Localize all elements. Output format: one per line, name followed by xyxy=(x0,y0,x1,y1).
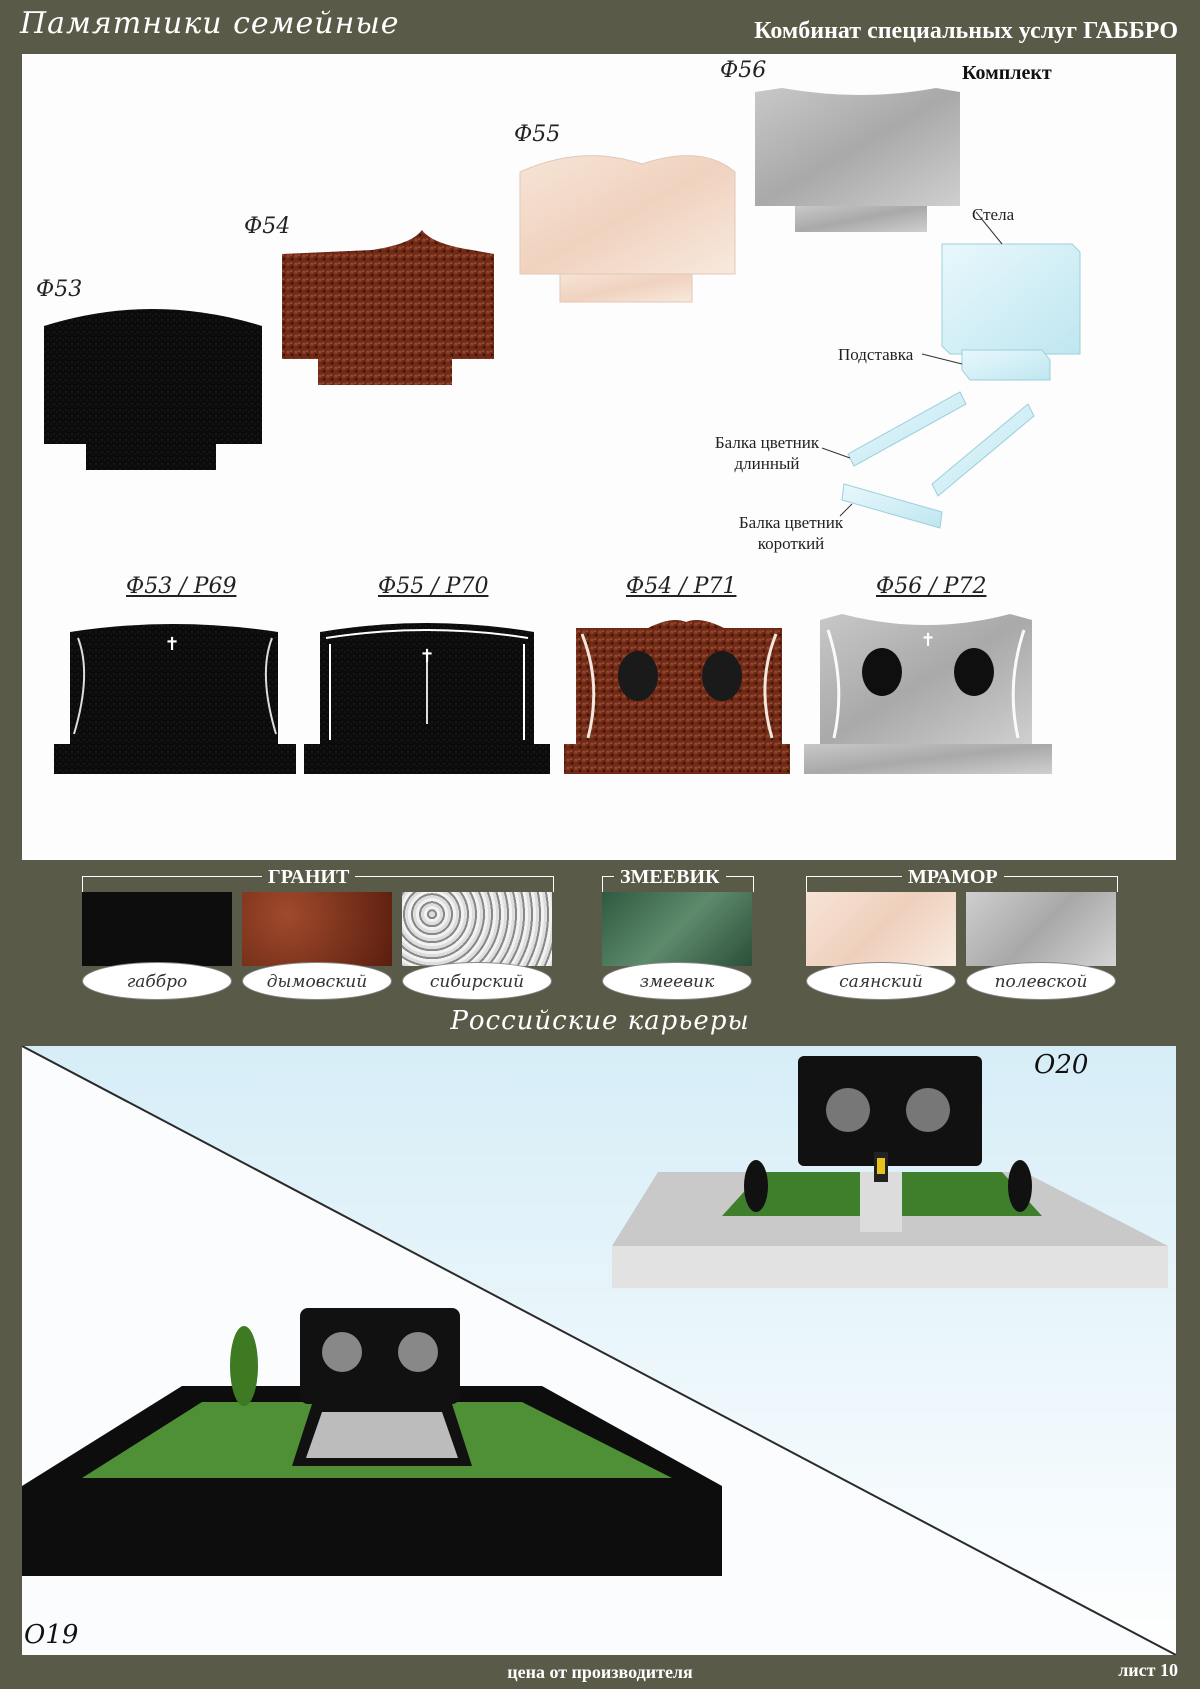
complex-code-o20: О20 xyxy=(1034,1050,1089,1080)
price-note: цена от производителя xyxy=(507,1662,693,1682)
label-gabbro: габбро xyxy=(82,962,232,1000)
complexes-illustrations xyxy=(22,1046,1176,1655)
kit-beam-short-label: Балка цветник короткий xyxy=(738,513,844,554)
label-polevskoy: полевской xyxy=(966,962,1116,1000)
label-siberian: сибирский xyxy=(402,962,552,1000)
design-code-4: Ф56 / Р72 xyxy=(876,574,987,599)
kit-title: Комплект xyxy=(962,62,1052,84)
model-code-f54: Ф54 xyxy=(244,214,291,239)
swatch-siberian xyxy=(402,892,552,966)
label-dymovsky: дымовский xyxy=(242,962,392,1000)
granite-title: ГРАНИТ xyxy=(262,866,356,889)
kit-beam-long-label: Балка цветник длинный xyxy=(714,433,820,474)
complex-code-o19: О19 xyxy=(24,1620,79,1650)
design-code-3: Ф54 / Р71 xyxy=(626,574,737,599)
design-code-2: Ф55 / Р70 xyxy=(378,574,489,599)
label-sayan: саянский xyxy=(806,962,956,1000)
swatch-sayan xyxy=(806,892,956,966)
complexes-panel: О20 О19 xyxy=(22,1046,1176,1655)
quarries-caption: Российские карьеры xyxy=(450,1006,750,1036)
svg-text:✝: ✝ xyxy=(419,646,434,667)
company-name: Комбинат специальных услуг ГАББРО xyxy=(754,18,1178,44)
materials-section: ГРАНИТ габбро дымовский сибирский ЗМЕЕВИ… xyxy=(0,866,1200,1036)
svg-text:✝: ✝ xyxy=(920,630,935,651)
label-serpentine: змеевик xyxy=(602,962,752,1000)
catalog-panel: ✝ ✝ ✝ Ф53 Ф54 Ф55 Ф56 Комплект Стела Под… xyxy=(22,54,1176,860)
kit-stand-label: Подставка xyxy=(838,345,914,364)
model-code-f53: Ф53 xyxy=(36,277,83,302)
page-title: Памятники семейные xyxy=(20,6,400,41)
swatch-gabbro xyxy=(82,892,232,966)
swatch-dymovsky xyxy=(242,892,392,966)
model-code-f56: Ф56 xyxy=(720,58,767,83)
swatch-polevskoy xyxy=(966,892,1116,966)
swatch-serpentine xyxy=(602,892,752,966)
sheet-number: лист 10 xyxy=(1118,1660,1178,1680)
serpentine-title: ЗМЕЕВИК xyxy=(614,866,726,889)
design-code-1: Ф53 / Р69 xyxy=(126,574,237,599)
svg-text:✝: ✝ xyxy=(164,634,179,655)
catalog-illustrations: ✝ ✝ ✝ xyxy=(44,88,1081,774)
model-code-f55: Ф55 xyxy=(514,122,561,147)
kit-stela-label: Стела xyxy=(972,205,1015,224)
marble-title: МРАМОР xyxy=(902,866,1004,889)
